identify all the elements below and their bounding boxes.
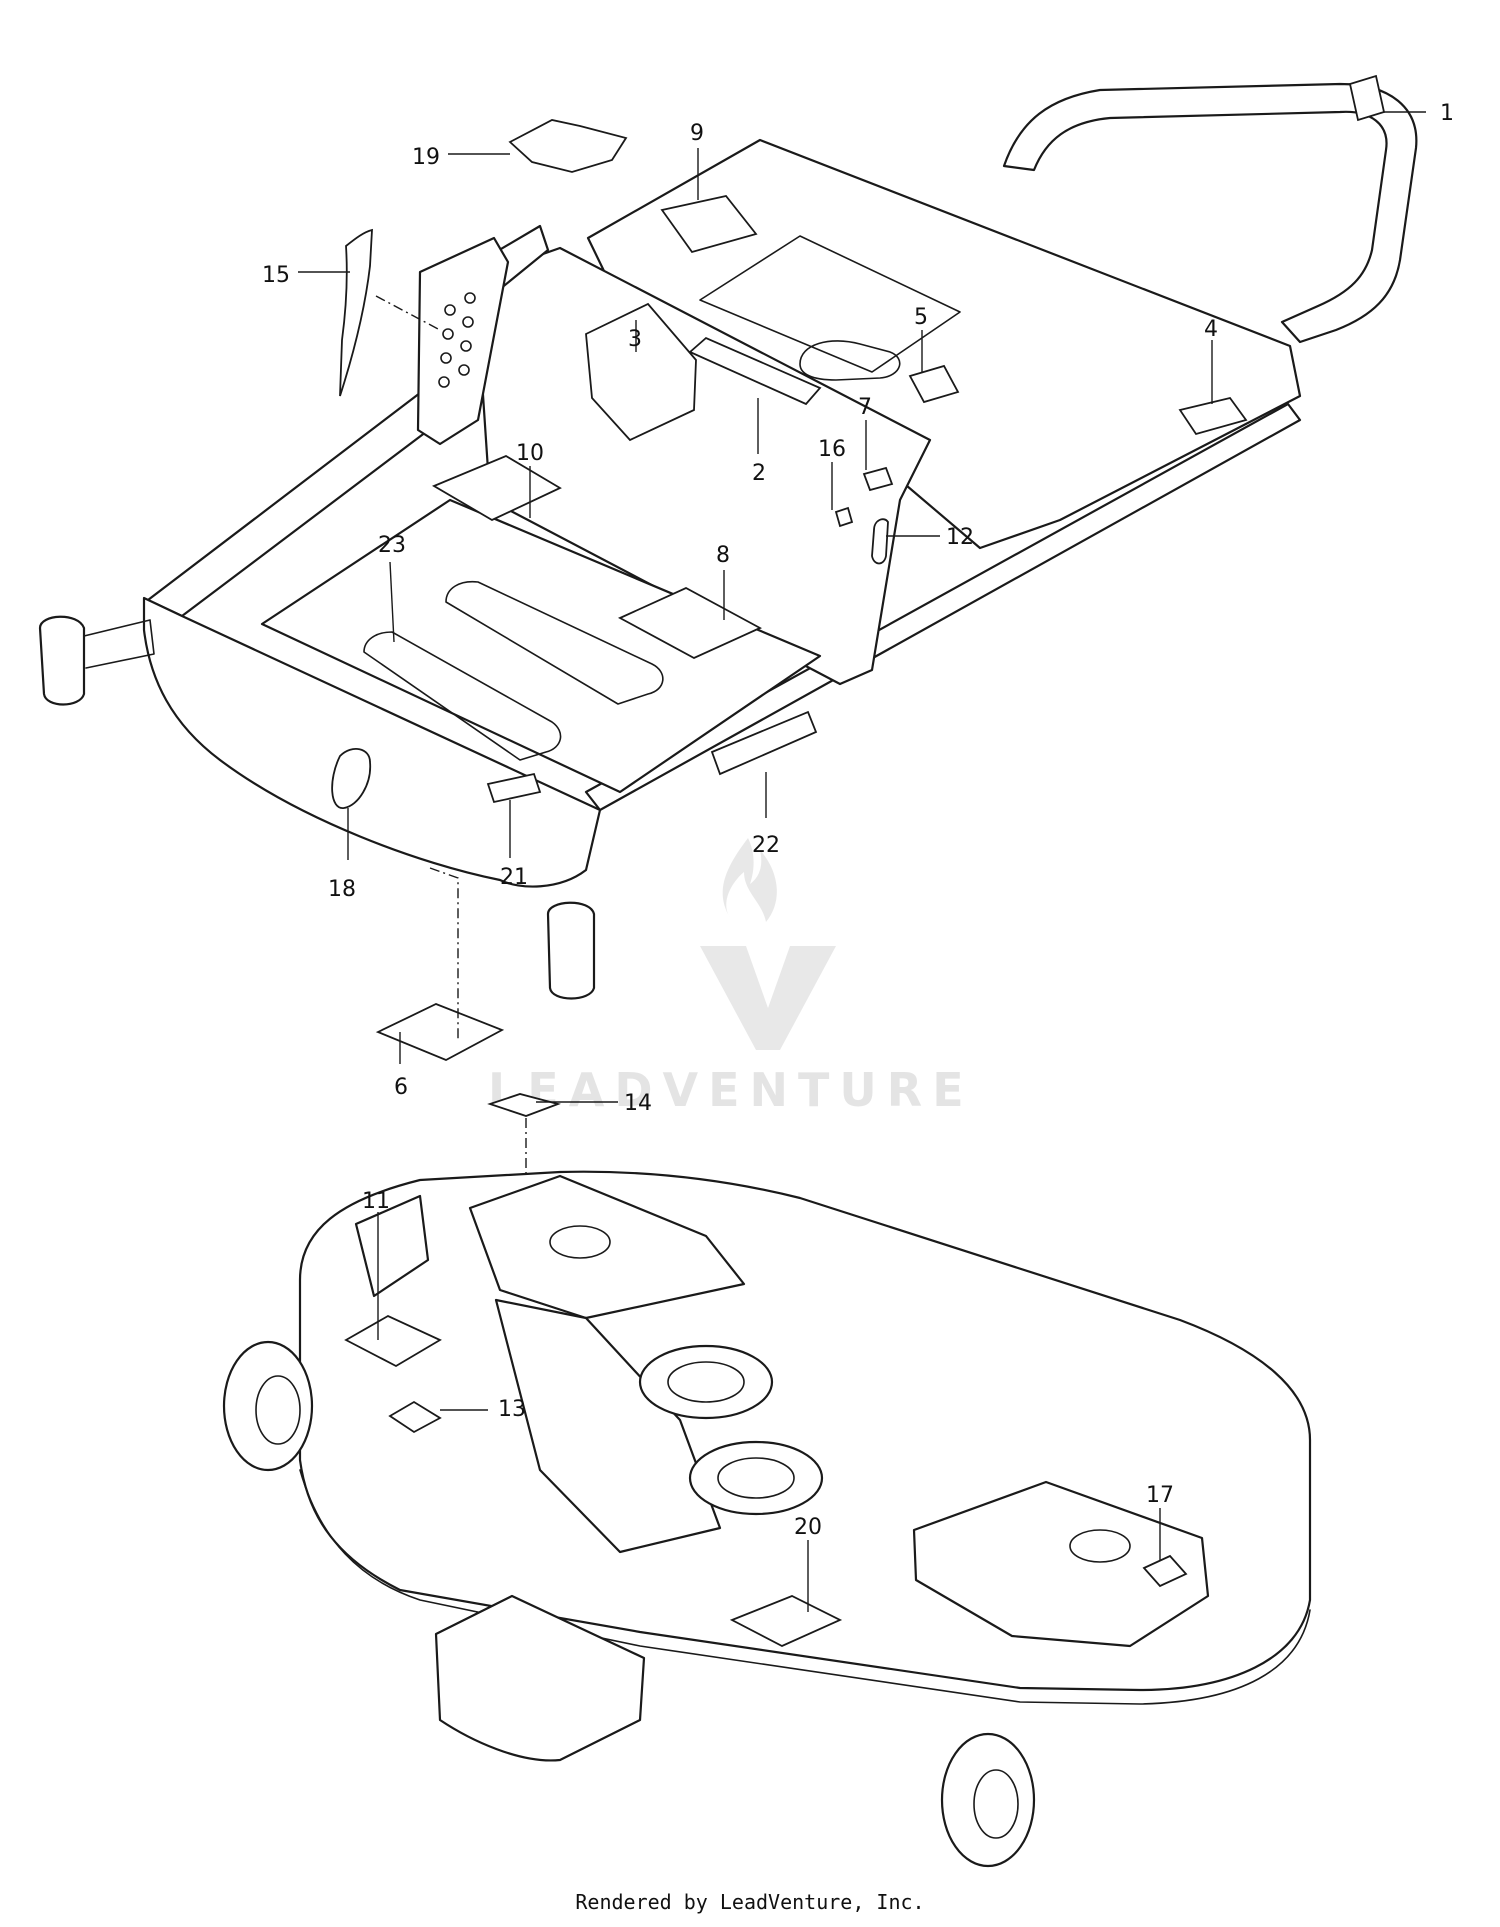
decal-20: [729, 1595, 843, 1647]
bracket-hole: [462, 316, 474, 328]
decal-11: [344, 1314, 442, 1368]
right-side-rail: [584, 402, 1302, 812]
decal-9: [660, 195, 758, 254]
decal-17: [1142, 1554, 1188, 1588]
left-spindle-hub: [549, 1225, 611, 1259]
floor-pan: [260, 498, 822, 794]
callout-7: 7: [858, 395, 872, 420]
callout-16: 16: [818, 437, 846, 462]
watermark-text: LEADVENTURE: [488, 1063, 974, 1117]
spindle-housing: [494, 1298, 722, 1554]
callout-21: 21: [500, 865, 528, 890]
bracket-hole: [460, 340, 472, 352]
callout-labels: 1 2 3 4 5 6 7 8 9 10 11 12 13 14 15 16 1…: [262, 101, 1454, 1540]
callout-9: 9: [690, 121, 704, 146]
decals-upper: [331, 74, 1386, 1190]
callout-11: 11: [362, 1189, 390, 1214]
decal-16: [834, 506, 854, 528]
decal-2: [688, 336, 822, 406]
center-slot: [799, 340, 901, 381]
callout-12: 12: [946, 525, 974, 550]
lower-pulley: [688, 1440, 824, 1516]
right-caster-mount: [546, 901, 596, 1000]
left-caster-wheel: [222, 1340, 314, 1472]
mower-deck-assembly: [222, 1170, 1312, 1868]
upper-pulley: [638, 1344, 774, 1420]
right-caster-wheel-hub: [973, 1769, 1019, 1839]
callout-8: 8: [716, 543, 730, 568]
discharge-chute: [434, 1594, 646, 1762]
callout-4: 4: [1204, 317, 1218, 342]
front-bumper: [142, 596, 602, 888]
decal-14: [487, 1093, 561, 1117]
floor-mat-rear: [445, 580, 664, 705]
callout-2: 2: [752, 461, 766, 486]
decals-deck: [344, 1314, 1188, 1647]
decal-15-placement-line: [375, 295, 441, 331]
upper-pulley-hub: [667, 1361, 745, 1403]
bracket-hole: [444, 304, 456, 316]
frame-assembly: [38, 82, 1418, 1000]
decal-18: [331, 748, 371, 809]
v-logo-icon: [700, 946, 836, 1050]
bracket-hole: [442, 328, 454, 340]
bracket-hole: [458, 364, 470, 376]
decal-6: [375, 1003, 505, 1061]
callout-6: 6: [394, 1075, 408, 1100]
callout-17: 17: [1146, 1483, 1174, 1508]
decal-21: [486, 772, 542, 804]
callout-20: 20: [794, 1515, 822, 1540]
leader-lines: [298, 111, 1426, 1612]
callout-13: 13: [498, 1397, 526, 1422]
flame-icon: [722, 838, 777, 922]
callout-1: 1: [1440, 101, 1454, 126]
decal-4: [1178, 396, 1248, 436]
front-hanger-bracket: [354, 1194, 430, 1298]
bracket-hole: [440, 352, 452, 364]
callout-23: 23: [378, 533, 406, 558]
callout-3: 3: [628, 327, 642, 352]
decal-7: [862, 466, 894, 492]
leader-23: [389, 561, 395, 643]
callout-19: 19: [412, 145, 440, 170]
decal-6-placement-line: [429, 867, 459, 1040]
adjustment-bracket: [416, 236, 510, 446]
decal-12: [871, 518, 889, 565]
left-caster-arm: [83, 619, 155, 669]
callout-22: 22: [752, 833, 780, 858]
left-caster-wheel-hub: [255, 1375, 301, 1445]
floor-mat-front: [363, 631, 562, 761]
decal-22: [710, 710, 818, 776]
mower-deck-rim: [299, 1469, 1311, 1705]
center-panel: [699, 235, 961, 373]
decal-8: [617, 586, 763, 660]
decal-5: [908, 364, 960, 404]
decal-19: [508, 119, 628, 173]
callout-18: 18: [328, 877, 356, 902]
bracket-hole: [464, 292, 476, 304]
right-caster-wheel: [940, 1732, 1036, 1868]
callout-10: 10: [516, 441, 544, 466]
left-caster-mount: [38, 615, 86, 706]
bracket-hole: [438, 376, 450, 388]
decal-10: [431, 454, 562, 522]
belt-cover-right: [912, 1480, 1210, 1648]
callout-14: 14: [624, 1091, 652, 1116]
callout-15: 15: [262, 263, 290, 288]
decal-13: [388, 1400, 442, 1434]
leadventure-watermark: LEADVENTURE: [488, 838, 974, 1117]
right-spindle-hub: [1069, 1529, 1131, 1563]
belt-cover-left: [468, 1174, 746, 1320]
callout-5: 5: [914, 305, 928, 330]
lower-pulley-hub: [717, 1457, 795, 1499]
decal-15: [339, 228, 373, 397]
decal-3: [585, 302, 697, 442]
footer-credit: Rendered by LeadVenture, Inc.: [575, 1890, 925, 1914]
